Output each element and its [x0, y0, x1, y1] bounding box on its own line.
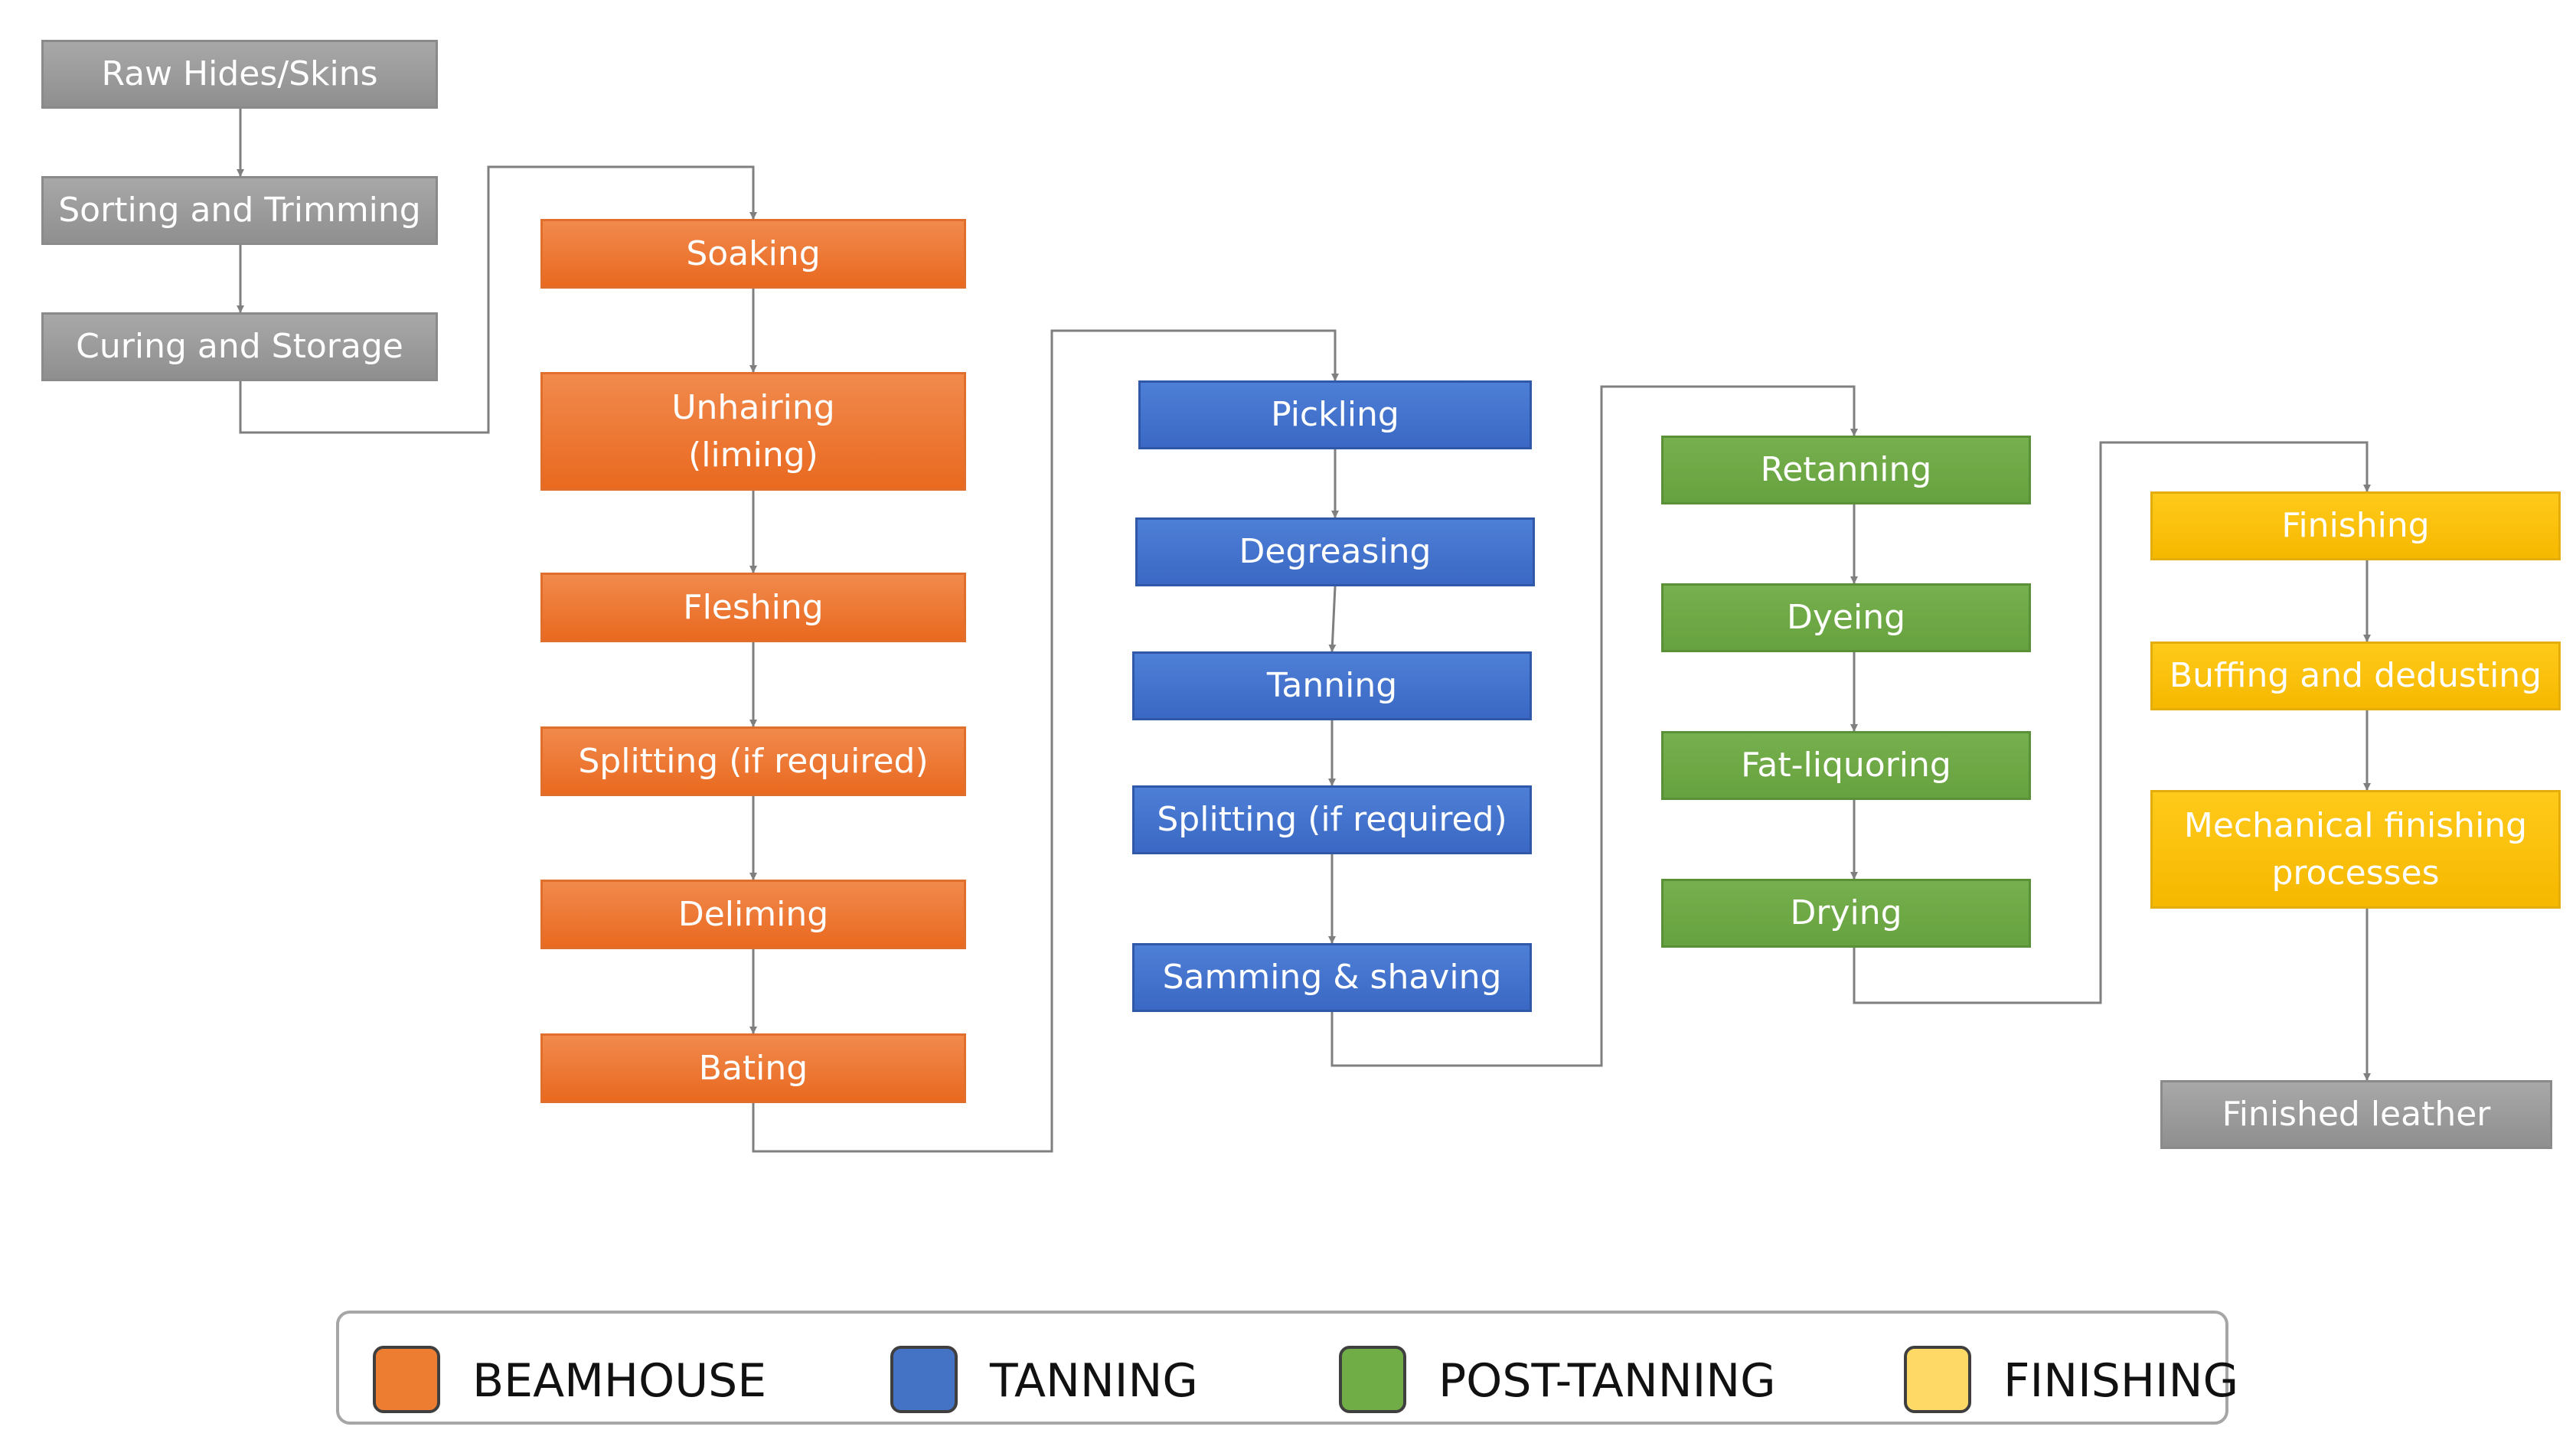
legend-label-finishing: FINISHING: [2003, 1354, 2239, 1408]
connector-bate-to-pickle: [752, 329, 1339, 1153]
stage-mechanical-finishing: Mechanical finishing processes: [2150, 790, 2561, 909]
connector-degrease-to-tan: [1328, 586, 1337, 652]
stage-finished-leather: Finished leather: [2160, 1080, 2552, 1149]
stage-retanning: Retanning: [1661, 436, 2031, 504]
legend-label-post-tanning: POST-TANNING: [1438, 1354, 1776, 1408]
legend-swatch-finishing: [1904, 1346, 1971, 1413]
stage-bating: Bating: [540, 1033, 966, 1103]
stage-sorting-trimming: Sorting and Trimming: [41, 176, 438, 245]
stage-deliming: Deliming: [540, 880, 966, 949]
stage-soaking: Soaking: [540, 219, 966, 289]
legend-swatch-beamhouse: [373, 1346, 440, 1413]
stage-splitting-tanning: Splitting (if required): [1132, 785, 1532, 854]
legend-label-tanning: TANNING: [990, 1354, 1198, 1408]
stage-curing-storage: Curing and Storage: [41, 312, 438, 381]
stage-fleshing: Fleshing: [540, 573, 966, 642]
stage-finishing: Finishing: [2150, 491, 2561, 560]
stage-splitting-beamhouse: Splitting (if required): [540, 726, 966, 796]
stage-pickling: Pickling: [1138, 380, 1532, 449]
stage-unhairing-liming: Unhairing (liming): [540, 372, 966, 491]
stage-tanning: Tanning: [1132, 651, 1532, 720]
legend: BEAMHOUSE TANNING POST-TANNING FINISHING: [336, 1311, 2238, 1425]
stage-drying: Drying: [1661, 879, 2031, 948]
connector-samm-to-retan: [1330, 385, 1858, 1067]
stage-fat-liquoring: Fat-liquoring: [1661, 731, 2031, 800]
legend-swatch-tanning: [890, 1346, 958, 1413]
stage-samming-shaving: Samming & shaving: [1132, 943, 1532, 1012]
connector-dry-to-finish: [1853, 441, 2371, 1004]
connector-cure-to-soak: [239, 165, 757, 434]
stage-dyeing: Dyeing: [1661, 583, 2031, 652]
legend-label-beamhouse: BEAMHOUSE: [472, 1354, 767, 1408]
stage-buffing-dedusting: Buffing and dedusting: [2150, 641, 2561, 710]
stage-raw-hides: Raw Hides/Skins: [41, 40, 438, 109]
legend-swatch-post-tanning: [1339, 1346, 1406, 1413]
stage-degreasing: Degreasing: [1135, 517, 1535, 586]
